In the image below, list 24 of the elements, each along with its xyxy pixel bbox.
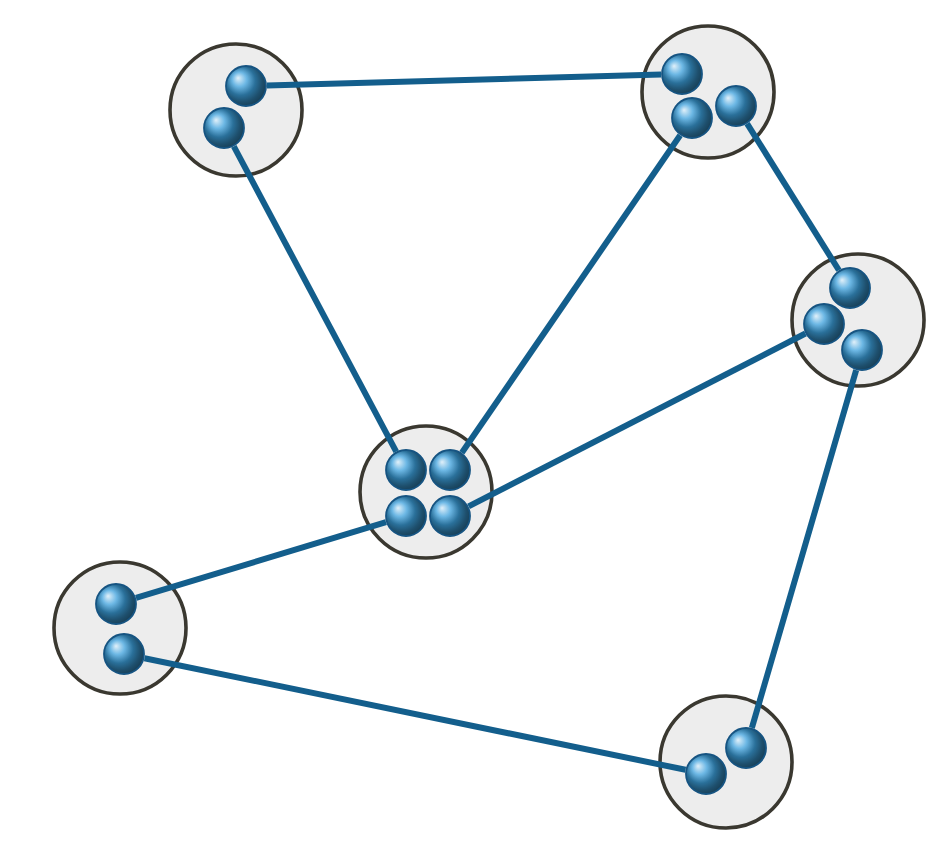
ball	[661, 53, 703, 95]
connector-line	[231, 145, 399, 453]
ball	[429, 495, 471, 537]
connector-line	[135, 519, 387, 601]
connector-line	[266, 71, 662, 89]
connector-line	[143, 655, 687, 773]
ball	[429, 449, 471, 491]
connector-line	[459, 133, 683, 455]
ball	[829, 267, 871, 309]
ball	[841, 329, 883, 371]
ball	[725, 727, 767, 769]
connector-line	[749, 369, 860, 729]
connector-line	[744, 122, 842, 272]
ball	[671, 97, 713, 139]
ball	[685, 753, 727, 795]
ball	[203, 107, 245, 149]
ball	[385, 495, 427, 537]
ball	[803, 303, 845, 345]
ball	[385, 449, 427, 491]
ball	[715, 85, 757, 127]
ball	[95, 583, 137, 625]
ball	[225, 65, 267, 107]
ball	[103, 633, 145, 675]
connector-line	[467, 330, 807, 510]
